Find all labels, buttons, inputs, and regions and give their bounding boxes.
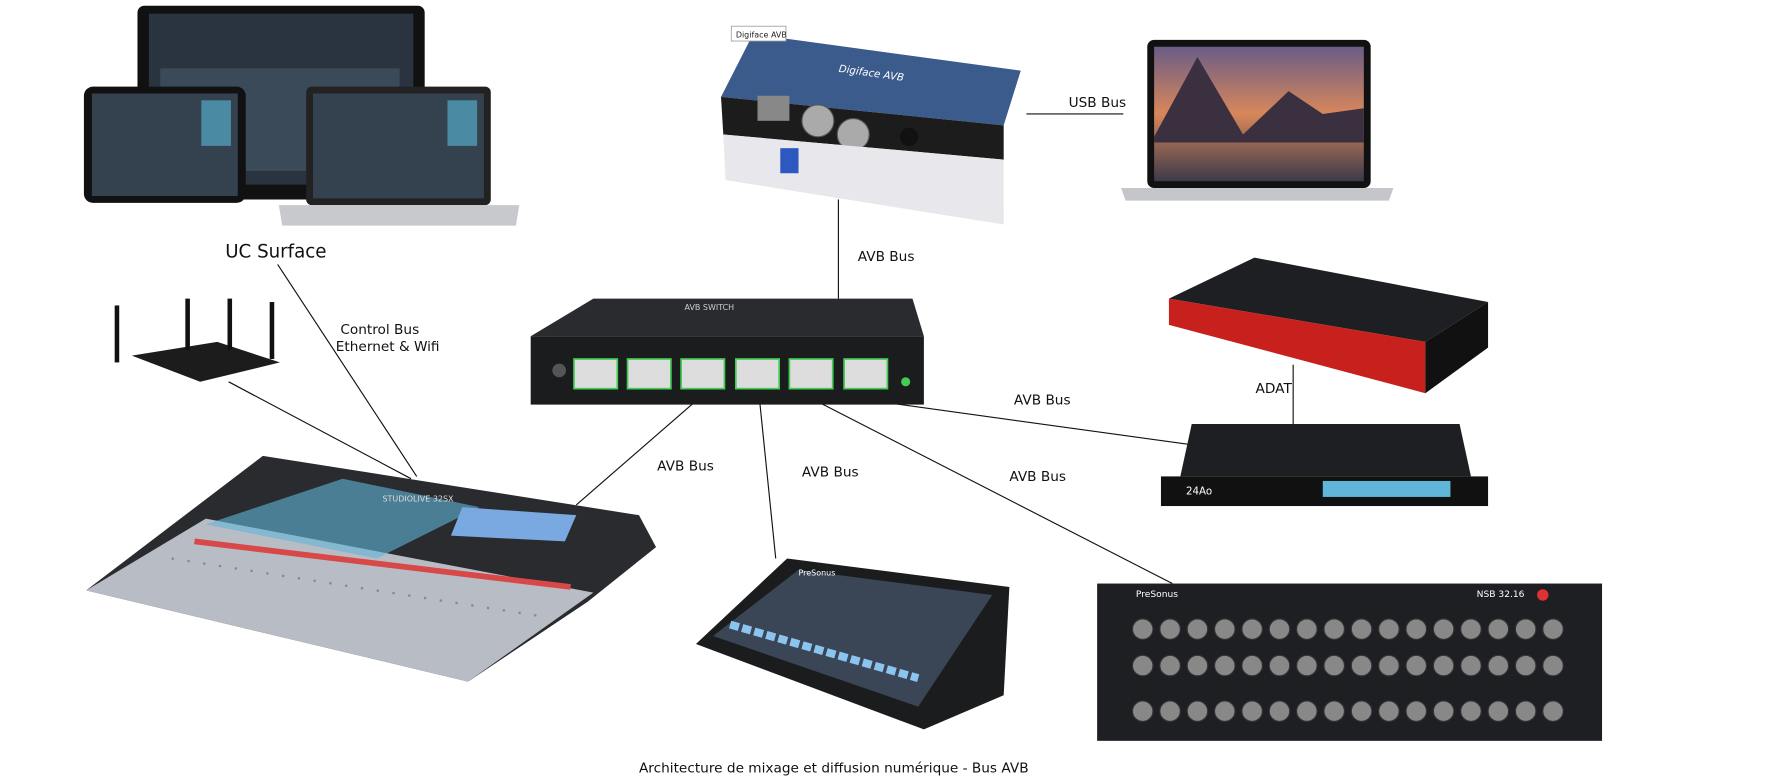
studiolive-mini-mixer-device: PreSonus (695, 558, 1010, 730)
studiolive-console-device: STUDIOLIVE 32SX (86, 455, 657, 682)
focusrite-interface-device (1168, 257, 1489, 394)
ethernet-wifi-label: Ethernet & Wifi (336, 339, 440, 355)
laptop-device (1121, 39, 1394, 201)
control-bus-label: Control Bus (340, 322, 419, 338)
line-switch-motu (875, 400, 1190, 446)
digiface-tag: Digiface AVB (736, 31, 787, 40)
usb-bus-label: USB Bus (1069, 95, 1127, 111)
avb-bus-rack-label: AVB Bus (1009, 469, 1066, 485)
nsb-stagebox-rack-device: PreSonus NSB 32.16 (1097, 583, 1603, 741)
rack-brand: PreSonus (1136, 590, 1178, 600)
console-brand: STUDIOLIVE 32SX (383, 494, 455, 503)
digiface-tag-box: Digiface AVB (730, 25, 787, 42)
line-switch-console (575, 398, 699, 506)
line-switch-rack (811, 398, 1173, 585)
uc-surface-devices (83, 5, 520, 226)
switch-brand: AVB SWITCH (685, 303, 735, 312)
motu-24ao-device: 24Ao (1160, 423, 1489, 507)
adat-label: ADAT (1256, 381, 1293, 397)
avb-bus-mini-label: AVB Bus (802, 464, 859, 480)
connection-lines (228, 113, 1294, 585)
rack-model: NSB 32.16 (1477, 590, 1525, 600)
digiface-avb-device: Digiface AVB (721, 34, 1021, 225)
avb-switch-device: AVB SWITCH (530, 298, 924, 405)
avb-bus-console-label: AVB Bus (657, 459, 714, 475)
avb-bus-digiface-label: AVB Bus (858, 249, 915, 265)
avb-bus-motu-label: AVB Bus (1014, 393, 1071, 409)
power-led-icon (901, 377, 911, 387)
mini-mixer-brand: PreSonus (799, 569, 836, 578)
wifi-router-device (114, 298, 280, 382)
motu-badge: 24Ao (1186, 486, 1212, 498)
line-switch-mini (758, 390, 777, 559)
line-router-console (228, 381, 412, 480)
uc-surface-label: UC Surface (225, 242, 326, 263)
line-uc-console (277, 264, 418, 477)
diagram-caption: Architecture de mixage et diffusion numé… (639, 761, 1029, 777)
